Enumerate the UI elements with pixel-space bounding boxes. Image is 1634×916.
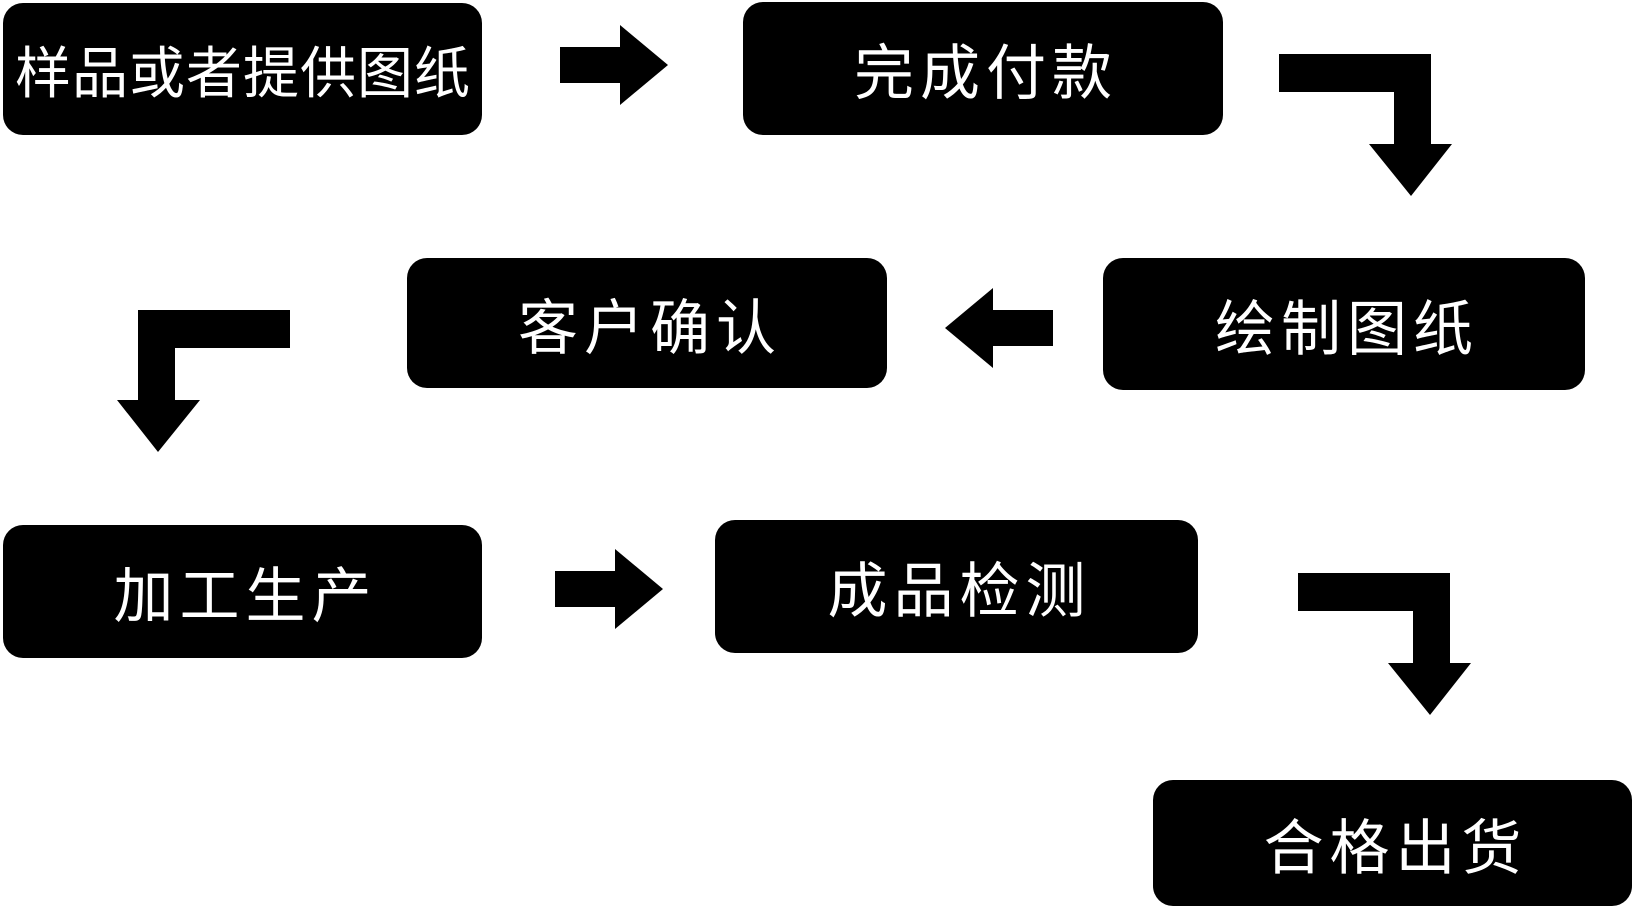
node-customer-confirm: 客户确认	[407, 258, 887, 388]
node-label: 客户确认	[518, 294, 782, 362]
elbow-arrow-down-right-icon	[1298, 573, 1471, 715]
arrow-left-icon	[945, 288, 1053, 368]
node-qualified-shipment: 合格出货	[1153, 780, 1632, 906]
node-label: 绘制图纸	[1215, 295, 1479, 363]
elbow-arrow-down-left-icon	[117, 310, 290, 452]
node-complete-payment: 完成付款	[743, 2, 1223, 135]
node-processing-production: 加工生产	[3, 525, 482, 658]
node-label: 成品检测	[827, 558, 1092, 625]
elbow-arrow-down-right-icon	[1279, 54, 1452, 196]
node-product-inspection: 成品检测	[715, 520, 1198, 653]
arrow-right-icon	[555, 549, 663, 629]
node-draw-drawings: 绘制图纸	[1103, 258, 1585, 390]
node-label: 加工生产	[113, 563, 378, 630]
node-label: 样品或者提供图纸	[15, 41, 471, 105]
node-label: 合格出货	[1263, 814, 1528, 882]
arrow-right-icon	[560, 25, 668, 105]
node-label: 完成付款	[854, 40, 1118, 107]
node-sample-or-drawing: 样品或者提供图纸	[3, 3, 482, 135]
